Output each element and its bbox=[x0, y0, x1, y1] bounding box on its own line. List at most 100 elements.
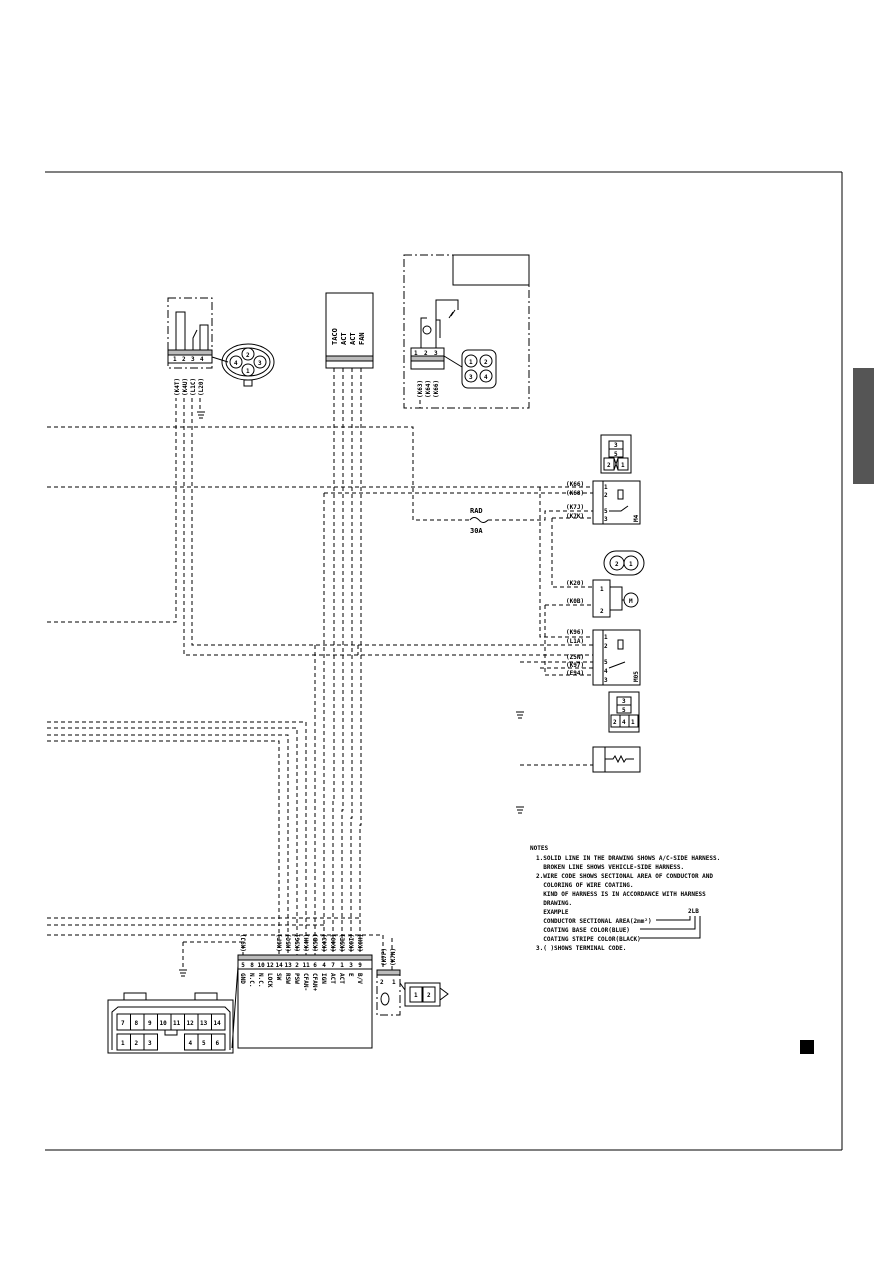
pin-number: 1 bbox=[340, 962, 344, 969]
pin-function: IGN bbox=[320, 973, 327, 984]
fuse-rad-30a: RAD 30A bbox=[469, 507, 489, 535]
pin-number: 10 bbox=[258, 962, 266, 969]
pin-function: LOCK bbox=[266, 973, 273, 988]
fuse-rating: 30A bbox=[470, 527, 483, 535]
plug-pin: 2 bbox=[427, 992, 431, 999]
wire-code: (Z5N) bbox=[566, 654, 584, 661]
pin-number: 5 bbox=[604, 659, 608, 666]
pin-number: 10 bbox=[160, 1020, 168, 1027]
wire-code: (K7J) bbox=[566, 504, 584, 511]
wire-code: (K96) bbox=[566, 629, 584, 636]
plug-pin: 1 bbox=[414, 992, 418, 999]
note-line: 3.( )SHOWS TERMINAL CODE. bbox=[536, 945, 626, 952]
pin-number: 2 bbox=[484, 359, 488, 366]
socket-pin: 3 bbox=[622, 698, 626, 705]
gnd-wire-code: (K9J) bbox=[241, 934, 248, 952]
page-marker bbox=[800, 1040, 814, 1054]
pin-number: 13 bbox=[200, 1020, 208, 1027]
pin-number: 2 bbox=[424, 350, 428, 357]
note-line: COATING BASE COLOR(BLUE) bbox=[536, 927, 630, 934]
socket-pin: 2 bbox=[613, 719, 617, 726]
section-tab bbox=[853, 368, 874, 484]
page-frame bbox=[45, 171, 843, 1151]
note-line: BROKEN LINE SHOWS VEHICLE-SIDE HARNESS. bbox=[536, 864, 684, 871]
wire-code: (K66) bbox=[566, 481, 584, 488]
pin-function: ACT bbox=[329, 973, 336, 984]
pin-number: 14 bbox=[276, 962, 284, 969]
socket-pin: 4 bbox=[622, 719, 626, 726]
pin-number: 1 bbox=[414, 350, 418, 357]
control-unit-box: TACO ACT ACT FAN bbox=[325, 292, 374, 369]
socket-pin: 3 bbox=[614, 442, 618, 449]
pin-number: 11 bbox=[173, 1020, 181, 1027]
plug-pin: 2 bbox=[615, 561, 619, 568]
pin-function: B/V bbox=[356, 973, 363, 984]
pin-function: ACT bbox=[338, 973, 345, 984]
pin-number: 5 bbox=[241, 962, 245, 969]
pin-number: 7 bbox=[121, 1020, 125, 1027]
wire-code: (K43) bbox=[322, 934, 329, 952]
pin-cell bbox=[211, 1033, 226, 1051]
wire-code: (K0B) bbox=[566, 598, 584, 605]
pin-number: 2 bbox=[182, 356, 186, 363]
note-line: COLORING OF WIRE COATING. bbox=[536, 882, 634, 889]
pin-function: PSW bbox=[293, 973, 300, 984]
wire-code: (L1A) bbox=[566, 638, 584, 645]
wire-code: (K6H) bbox=[358, 934, 365, 952]
pin-number: 4 bbox=[234, 360, 238, 367]
pin-number: 2 bbox=[604, 492, 608, 499]
wire-code: (K7K) bbox=[566, 513, 584, 520]
pin-number: 1 bbox=[600, 586, 604, 593]
pin-number: 6 bbox=[313, 962, 317, 969]
pin-number: 7 bbox=[331, 962, 335, 969]
pin-function: N.C. bbox=[257, 973, 264, 987]
pin-number: 4 bbox=[322, 962, 326, 969]
fan-motor: 2 1 1 2 M (K20) (K0B) bbox=[566, 550, 645, 618]
wire-code: (K4H) bbox=[304, 934, 311, 952]
pin-function: GND bbox=[239, 973, 246, 984]
note-line: KIND OF HARNESS IS IN ACCORDANCE WITH HA… bbox=[536, 891, 706, 898]
pin-number: 1 bbox=[604, 634, 608, 641]
pin-number: 8 bbox=[135, 1020, 139, 1027]
plug-pin: 1 bbox=[629, 561, 633, 568]
wire-code: (K66) bbox=[433, 380, 440, 398]
pin-number: 9 bbox=[148, 1020, 152, 1027]
wire-code: (K40) bbox=[331, 934, 338, 952]
note-line: CONDUCTOR SECTIONAL AREA(2mm²) bbox=[536, 918, 652, 925]
pin-number: 3 bbox=[604, 677, 608, 684]
unit-label: ACT bbox=[349, 332, 357, 345]
pin-number: 12 bbox=[267, 962, 275, 969]
pin-function: CFAN- bbox=[302, 973, 309, 991]
pin-number: 5 bbox=[202, 1040, 206, 1047]
fuse-name: RAD bbox=[470, 507, 483, 515]
relay-name: M4 bbox=[633, 514, 640, 522]
wire-code: (E94) bbox=[566, 670, 584, 677]
wire-code: (K7N) bbox=[390, 948, 397, 966]
pin-number: 2 bbox=[380, 979, 384, 986]
pin-function: E bbox=[347, 973, 354, 977]
pin-number: 1 bbox=[173, 356, 177, 363]
pin-function: RSW bbox=[284, 973, 291, 984]
pin-number: 3 bbox=[191, 356, 195, 363]
pin-number: 1 bbox=[392, 979, 396, 986]
pin-number: 4 bbox=[200, 356, 204, 363]
pin-number: 8 bbox=[250, 962, 254, 969]
pin-number: 2 bbox=[295, 962, 299, 969]
pin-number: 4 bbox=[189, 1040, 193, 1047]
pin-number: 4 bbox=[604, 668, 608, 675]
wire-code: (K5C) bbox=[286, 934, 293, 952]
wire-code: (K5G) bbox=[295, 934, 302, 952]
wire-code: (K7F) bbox=[381, 948, 388, 966]
notes: NOTES 1.SOLID LINE IN THE DRAWING SHOWS … bbox=[530, 845, 720, 952]
socket-pin: 1 bbox=[631, 719, 635, 726]
unit-label: ACT bbox=[340, 332, 348, 345]
pin-number: 14 bbox=[214, 1020, 222, 1027]
pin-number: 9 bbox=[358, 962, 362, 969]
switch-connector: 1 2 3 4 (K4T) (K4U) (L1C) (L20) 2 1 4 3 bbox=[167, 297, 275, 396]
pin-number: 2 bbox=[604, 643, 608, 650]
resistor-unit bbox=[592, 746, 641, 773]
note-line: COATING STRIPE COLOR(BLACK) bbox=[536, 936, 641, 943]
pin-number: 3 bbox=[349, 962, 353, 969]
wire-code: (K68) bbox=[566, 490, 584, 497]
